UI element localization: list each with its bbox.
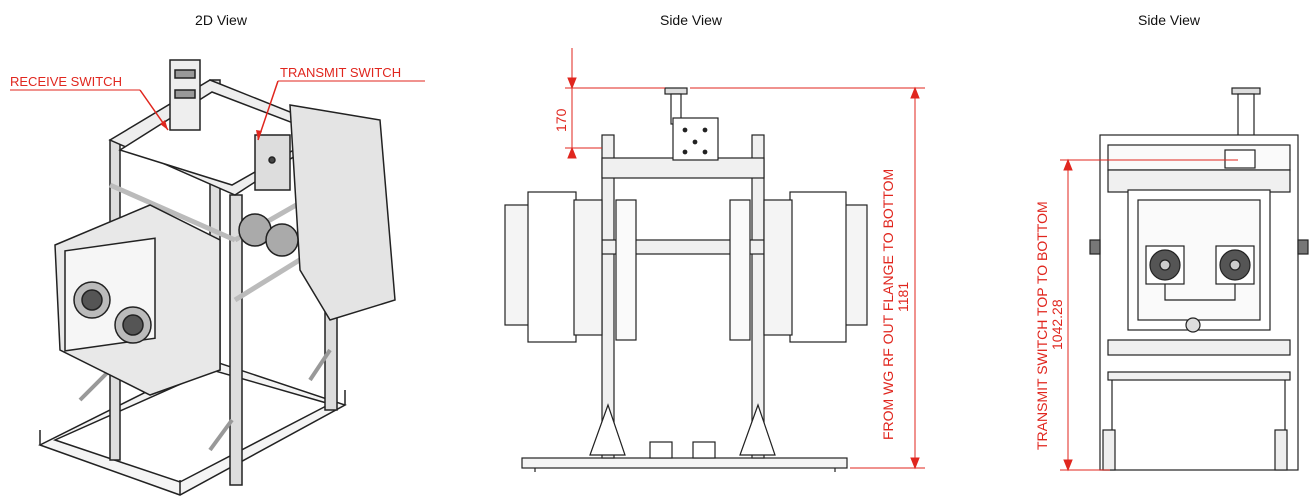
callouts [10,80,425,141]
panel-title-side-view-2: Side View [1137,12,1200,28]
panel-title-2d-view: 2D View [195,12,247,28]
dimension-1042-28: 1042.28 [1049,299,1065,350]
isometric-view [38,59,396,496]
dimension-1181: 1181 [895,282,911,312]
dimension-transmit-switch-label: TRANSMIT SWITCH TOP TO BOTTOM [1034,201,1050,450]
transmit-switch-label: TRANSMIT SWITCH [280,65,401,80]
middle-dimensions [565,48,925,470]
receive-switch-label: RECEIVE SWITCH [10,74,122,89]
side-view-middle [504,87,868,472]
right-dimensions [1060,158,1238,472]
side-view-right [1089,87,1309,471]
dimension-wg-flange-label: FROM WG RF OUT FLANGE TO BOTTOM [880,169,896,440]
panel-title-side-view-1: Side View [659,12,722,28]
dimension-170: 170 [553,108,569,132]
